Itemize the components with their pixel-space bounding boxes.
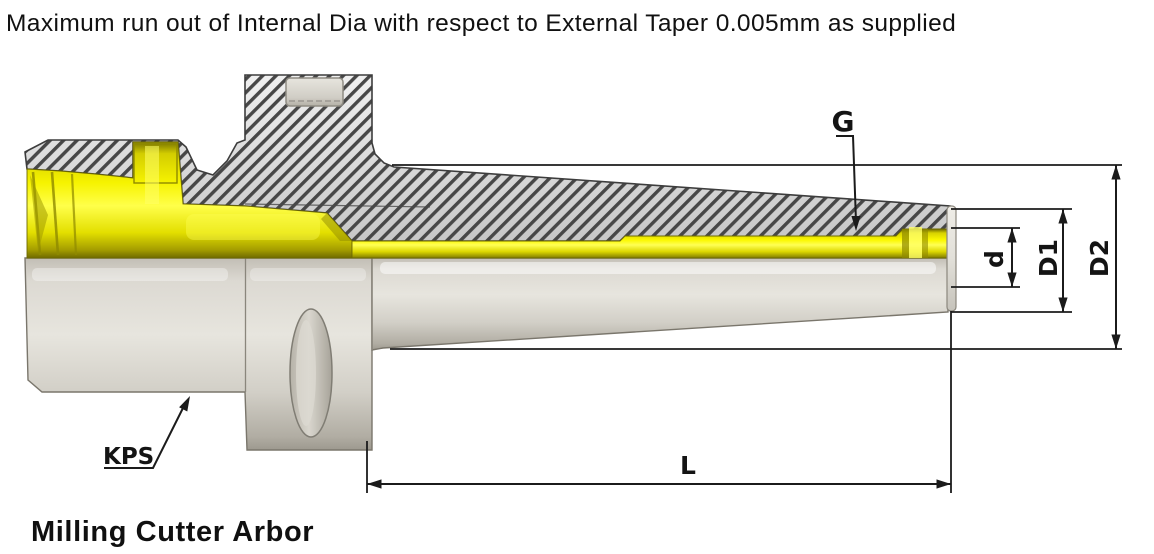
l-arrow-left [367,479,382,489]
yellow-groove-2 [50,171,60,256]
callout-g: G [832,105,861,231]
nose-end-face [946,205,957,312]
yellow-mid-highlight [186,214,320,240]
arbor-body-lower [24,257,949,451]
g-label: G [832,105,855,138]
d-label: d [980,250,1009,268]
nose-ring-bright [909,227,922,258]
d-arrow-top [1007,228,1017,243]
taper-highlight [380,262,936,274]
flange-highlight [32,268,228,281]
g-leader-arrow [851,216,861,231]
part-title: Milling Cutter Arbor [31,516,314,548]
bore-yellow [26,141,949,259]
bore-wall-line [244,203,431,208]
nose-ring-dark-2 [922,229,928,258]
d1-arrow-top [1058,209,1068,224]
collar-highlight [250,268,366,281]
kps-label: KPS [103,444,154,470]
kps-leader-line [104,403,186,469]
dimension-d2: D2 [390,164,1122,350]
yellow-groove-3 [70,173,78,256]
d1-label: D1 [1034,239,1063,277]
drive-slot-inner [296,320,316,426]
g-leader-line [836,135,857,223]
l-arrow-right [936,479,951,489]
yellow-boss-highlight [145,146,159,204]
dimension-d1: D1 [951,208,1072,313]
d2-arrow-top [1111,165,1121,180]
l-label: L [680,451,696,480]
callout-kps: KPS [103,396,190,470]
d1-arrow-bottom [1058,297,1068,312]
kps-leader-arrow [179,396,190,412]
collar-key-insert [285,77,344,107]
dimension-l: L [366,311,952,493]
dimension-d: d [951,227,1020,288]
d-arrow-bottom [1007,272,1017,287]
yellow-step-shadow [321,213,352,241]
d2-label: D2 [1085,239,1114,277]
yellow-groove-wedge [30,175,48,252]
d2-arrow-bottom [1111,334,1121,349]
nose-ring-dark-1 [902,229,909,258]
runout-note: Maximum run out of Internal Dia with res… [6,10,956,37]
